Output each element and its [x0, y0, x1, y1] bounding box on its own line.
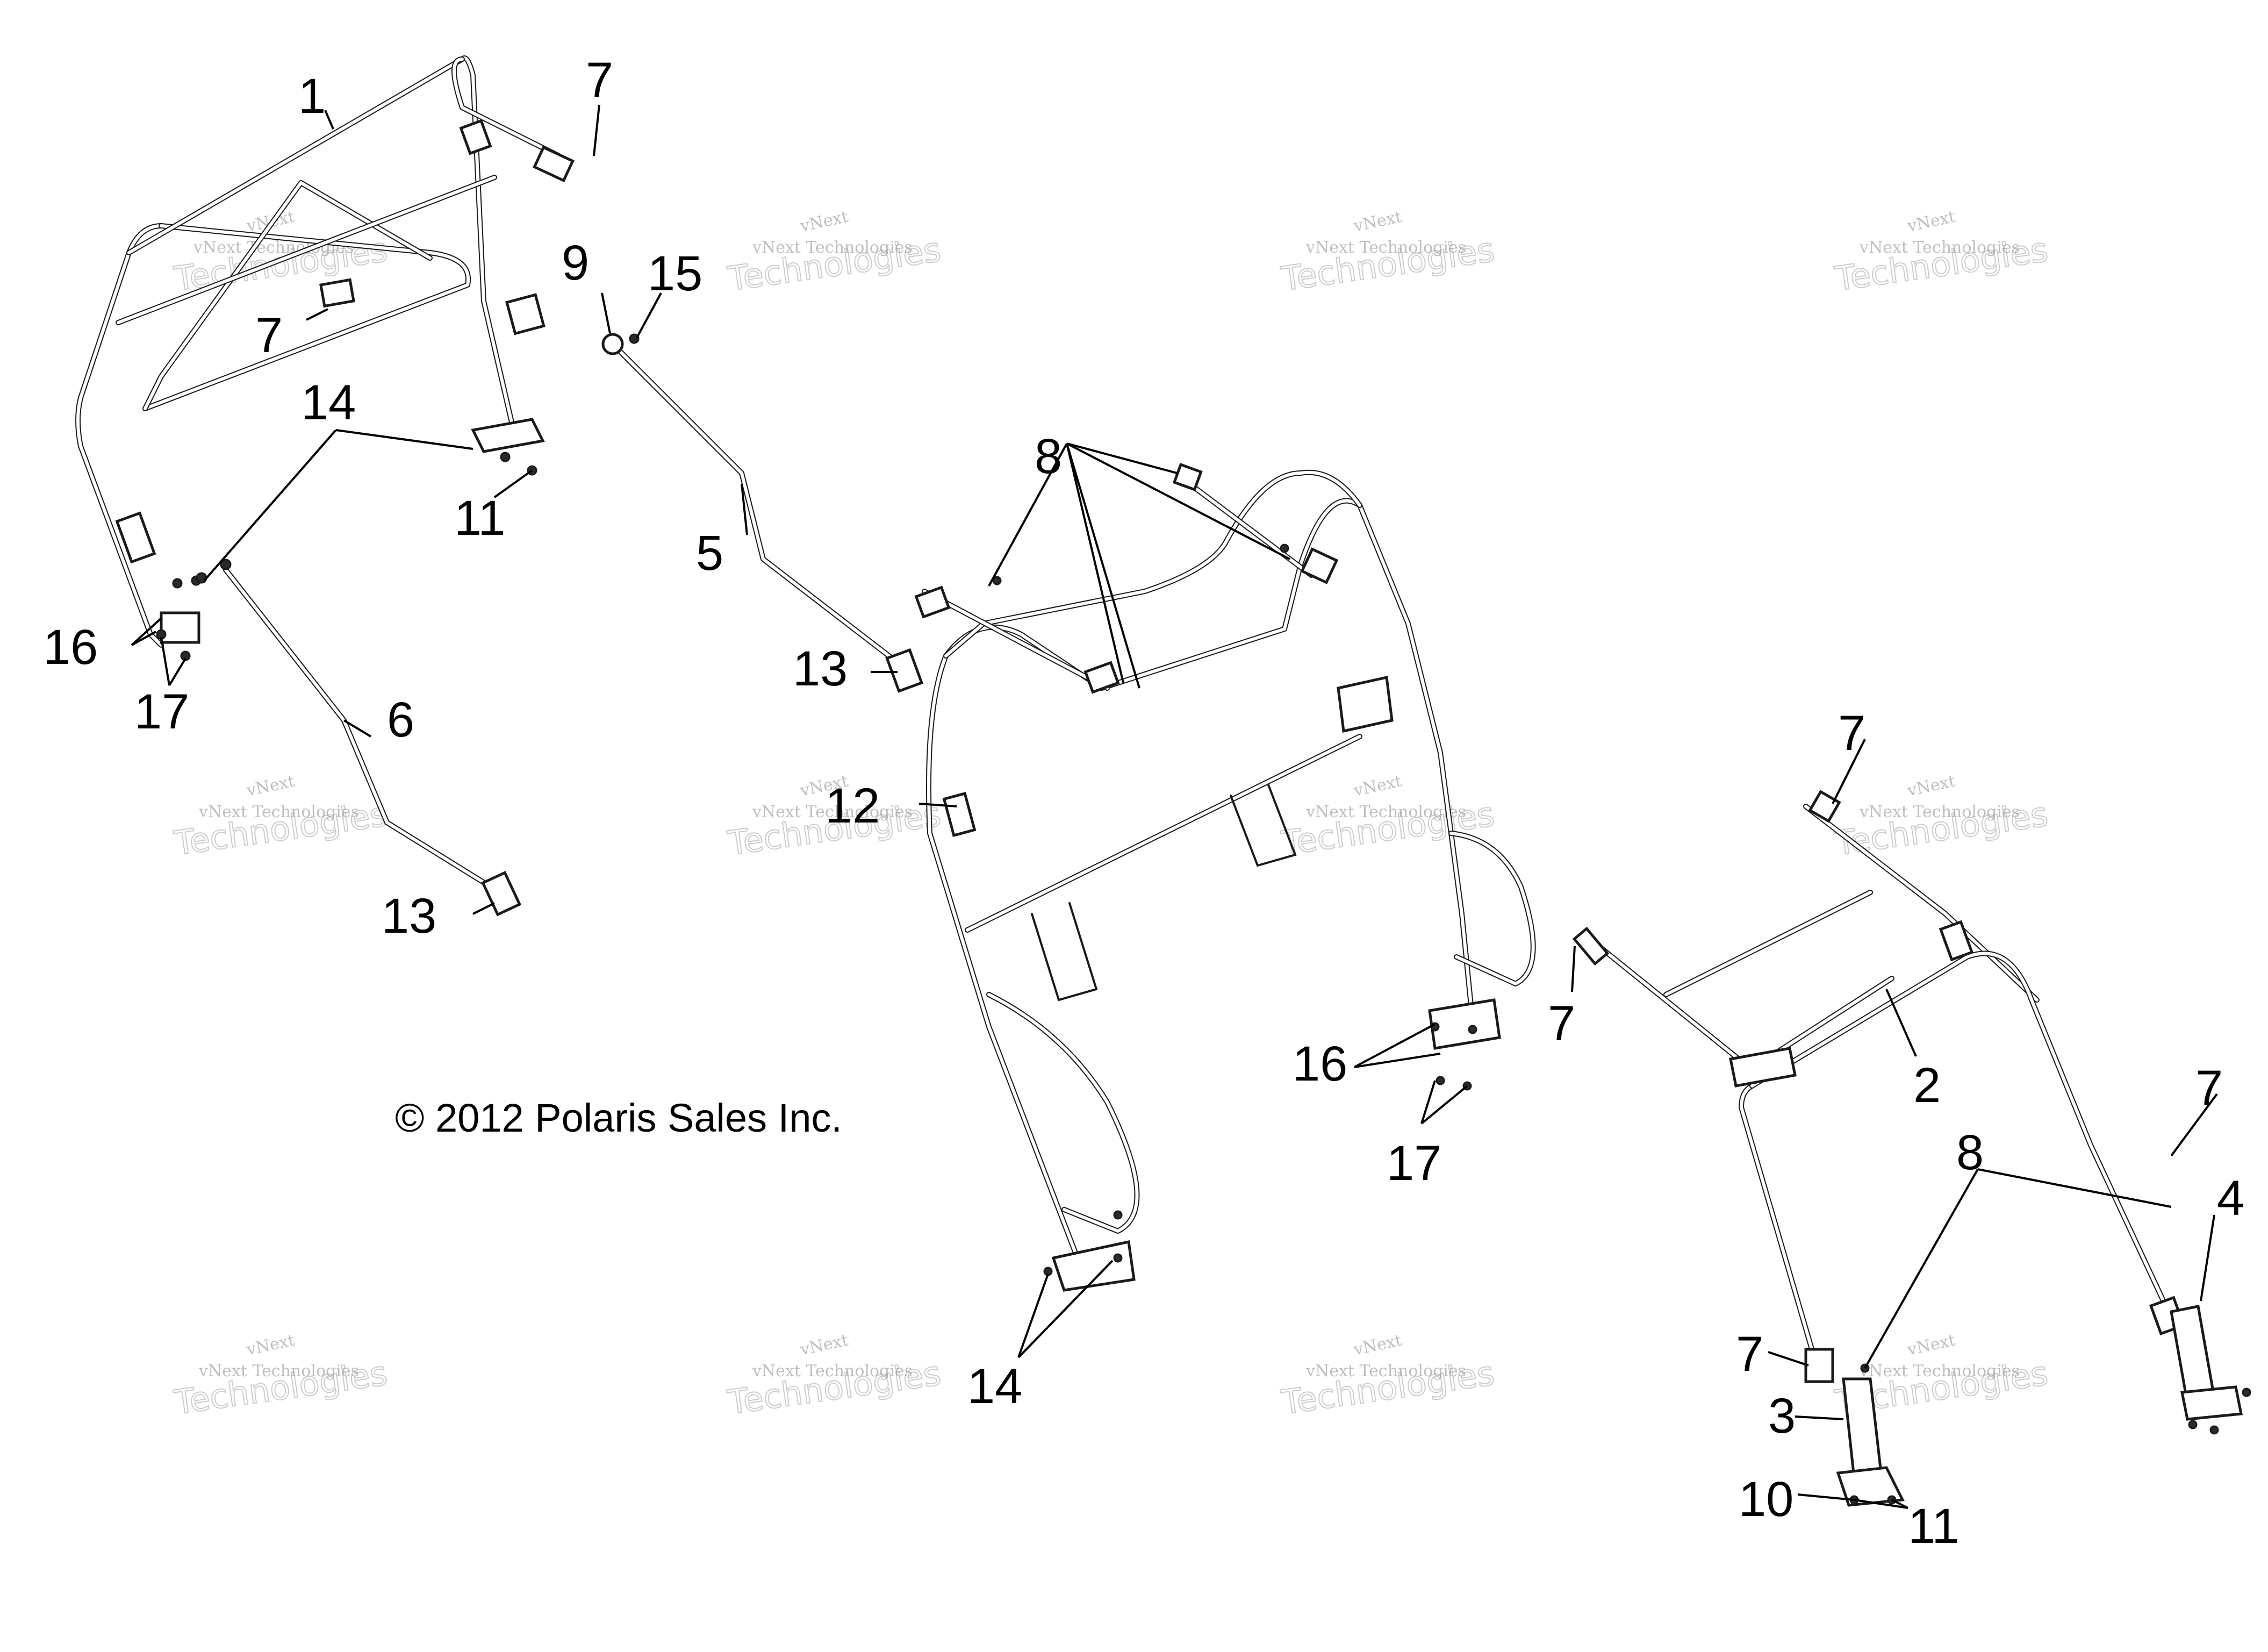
- watermark-brand: vNext: [1352, 772, 1403, 800]
- watermark-line: vNext Technologies: [752, 803, 913, 821]
- watermark-brand: vNext: [1905, 1331, 1957, 1360]
- callout-7: 7: [586, 53, 613, 108]
- watermark-brand: vNext: [245, 1331, 296, 1360]
- watermark-line: vNext Technologies: [1305, 238, 1466, 257]
- callout-9: 9: [562, 235, 589, 290]
- watermark-line: vNext Technologies: [752, 1362, 913, 1381]
- watermark-brand: vNext: [1352, 208, 1403, 236]
- callout-8: 8: [1035, 429, 1062, 484]
- watermark-brand: vNext: [1905, 772, 1957, 800]
- callout-12: 12: [825, 778, 880, 833]
- callout-10: 10: [1739, 1472, 1793, 1527]
- callout-8: 8: [1956, 1125, 1984, 1180]
- watermark-line: vNext Technologies: [1305, 1362, 1466, 1381]
- callout-7: 7: [255, 308, 283, 363]
- watermark-line: vNext Technologies: [1305, 803, 1466, 821]
- callout-11: 11: [1908, 1499, 1960, 1554]
- watermark-brand: vNext: [1905, 208, 1957, 236]
- part-4-bracket: [2170, 1305, 2251, 1435]
- copyright-text: © 2012 Polaris Sales Inc.: [395, 1096, 842, 1140]
- part-5-brace: [601, 333, 924, 693]
- part-2-rear-cage: [1572, 790, 2186, 1383]
- watermark-line: vNext Technologies: [1859, 803, 2020, 821]
- watermark-layer: vNext vNext Technologies Technologies vN…: [171, 208, 2051, 1423]
- part-6-brace: [196, 559, 522, 917]
- callout-15: 15: [648, 246, 702, 301]
- watermark-brand: vNext: [245, 772, 296, 800]
- callout-1: 1: [298, 69, 326, 124]
- callout-7: 7: [1736, 1327, 1763, 1382]
- callout-7: 7: [2195, 1061, 2223, 1115]
- watermark-brand: vNext: [1352, 1331, 1403, 1360]
- watermark-line: vNext Technologies: [1859, 238, 2020, 257]
- watermark-line: vNext Technologies: [1859, 1362, 2020, 1381]
- callout-13: 13: [793, 641, 848, 696]
- watermark-line: vNext Technologies: [198, 1362, 359, 1381]
- callout-7: 7: [1838, 706, 1865, 761]
- watermark-line: vNext Technologies: [752, 238, 913, 257]
- callout-17: 17: [134, 684, 189, 739]
- callout-5: 5: [696, 526, 723, 581]
- callout-6: 6: [387, 692, 414, 747]
- callout-3: 3: [1768, 1389, 1796, 1443]
- callout-7: 7: [1548, 996, 1575, 1051]
- callout-4: 4: [2217, 1171, 2244, 1226]
- callout-14: 14: [301, 375, 356, 430]
- part-1-front-cage: [75, 55, 575, 661]
- part-12-main-cage: [914, 462, 1536, 1292]
- callout-16: 16: [43, 620, 98, 675]
- watermark-brand: vNext: [798, 1331, 850, 1360]
- leader-lines: [131, 104, 2218, 1509]
- callout-13: 13: [382, 889, 436, 943]
- callout-11: 11: [454, 491, 506, 546]
- part-3-bracket: [1836, 1363, 1905, 1507]
- callout-17: 17: [1387, 1136, 1441, 1191]
- callout-2: 2: [1913, 1058, 1941, 1113]
- callout-16: 16: [1293, 1036, 1347, 1091]
- watermark-brand: vNext: [798, 208, 850, 236]
- watermark-line: vNext Technologies: [198, 803, 359, 821]
- callouts: 1 7 7 14 11 9 15 16 17 6 13 5 13 8 12 14…: [43, 53, 2244, 1554]
- callout-14: 14: [967, 1359, 1022, 1414]
